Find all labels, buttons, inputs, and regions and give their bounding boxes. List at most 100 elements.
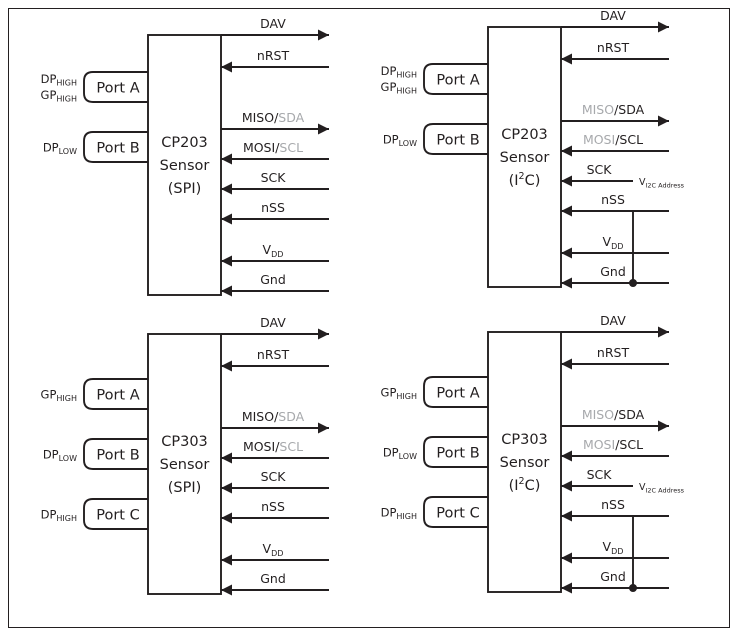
signal-mosi-scl: [561, 450, 669, 462]
port-box-port-b[interactable]: [423, 123, 488, 155]
signal-label-gnd: Gnd: [600, 569, 626, 584]
signal-gnd: [561, 582, 669, 594]
figure-border: [8, 8, 730, 628]
sensor-device-name: CP203: [161, 135, 208, 151]
sensor-device-name: CP203: [501, 127, 548, 143]
arrow-head: [318, 123, 329, 135]
port-box-port-b[interactable]: [83, 131, 148, 163]
port-pin-label-dp-low: DPLOW: [43, 448, 77, 464]
sensor-body-cp303-spi[interactable]: [147, 333, 222, 595]
port-pin-label-dp-high: DPHIGH: [41, 72, 77, 88]
arrow-head: [221, 554, 232, 566]
signal-label-gnd: Gnd: [600, 264, 626, 279]
signal-label-mosi-scl: MOSI/SCL: [583, 437, 643, 452]
signal-gnd: [561, 277, 669, 289]
sensor-body-cp203-spi[interactable]: [147, 34, 222, 296]
sensor-interface-label: (SPI): [168, 480, 202, 496]
port-box-port-a[interactable]: [423, 376, 488, 408]
signal-label-vdd: VDD: [603, 539, 624, 556]
signal-gnd: [221, 584, 329, 596]
arrow-head: [658, 326, 669, 338]
sensor-kind-label: Sensor: [500, 455, 550, 471]
port-label-port-b: Port B: [436, 446, 479, 462]
signal-vdd: [221, 255, 329, 267]
arrow-head: [318, 422, 329, 434]
signal-label-dav: DAV: [260, 315, 286, 330]
i2c-address-strap-wire: [571, 515, 634, 588]
signal-label-nss: nSS: [261, 200, 285, 215]
signal-label-mosi-scl: MOSI/SCL: [243, 140, 303, 155]
port-pin-label-gp-high: GPHIGH: [41, 88, 77, 104]
signal-label-vdd: VDD: [603, 234, 624, 251]
port-label-port-a: Port A: [96, 81, 139, 97]
port-label-port-b: Port B: [96, 448, 139, 464]
signal-nrst: [561, 358, 669, 370]
signal-mosi-scl: [561, 145, 669, 157]
signal-label-miso-sda: MISO/SDA: [242, 409, 305, 424]
signal-sck: [221, 482, 329, 494]
port-pin-label-gp-high: GPHIGH: [381, 80, 417, 96]
signal-dav: [221, 29, 329, 41]
signal-label-sck: SCK: [261, 170, 287, 185]
arrow-head: [221, 482, 232, 494]
arrow-head: [561, 582, 572, 594]
signal-mosi-scl: [221, 452, 329, 464]
sensor-body-cp303-i2c[interactable]: [487, 331, 562, 593]
signal-nss: [221, 512, 329, 524]
signal-sck: [561, 480, 633, 492]
sensor-kind-label: Sensor: [500, 150, 550, 166]
arrow-head: [221, 285, 232, 297]
arrow-head: [561, 145, 572, 157]
port-box-port-c[interactable]: [83, 498, 148, 530]
signal-label-nrst: nRST: [597, 40, 630, 55]
port-box-port-b[interactable]: [83, 438, 148, 470]
arrow-head: [221, 213, 232, 225]
signal-miso-sda: [561, 420, 669, 432]
port-box-port-a[interactable]: [83, 378, 148, 410]
i2c-address-strap-wire: [571, 210, 634, 283]
sensor-interface-label: (I2C): [509, 171, 541, 189]
signal-vdd: [561, 552, 669, 564]
arrow-head: [318, 29, 329, 41]
arrow-head: [221, 255, 232, 267]
signal-label-miso-sda: MISO/SDA: [582, 102, 645, 117]
signal-label-nrst: nRST: [257, 347, 290, 362]
port-box-port-a[interactable]: [423, 63, 488, 95]
signal-label-gnd: Gnd: [260, 571, 286, 586]
sensor-body-cp203-i2c[interactable]: [487, 26, 562, 288]
signal-nrst: [221, 360, 329, 372]
signal-label-nss: nSS: [261, 499, 285, 514]
arrow-head: [221, 61, 232, 73]
port-box-port-a[interactable]: [83, 71, 148, 103]
signal-label-mosi-scl: MOSI/SCL: [243, 439, 303, 454]
signal-nrst: [221, 61, 329, 73]
port-pin-label-gp-high: GPHIGH: [381, 386, 417, 402]
arrow-head: [221, 452, 232, 464]
arrow-head: [561, 450, 572, 462]
port-box-port-c[interactable]: [423, 496, 488, 528]
arrow-head: [221, 183, 232, 195]
signal-gnd: [221, 285, 329, 297]
signal-miso-sda: [221, 422, 329, 434]
port-label-port-c: Port C: [436, 506, 479, 522]
port-pin-label-dp-low: DPLOW: [383, 133, 417, 149]
signal-sck: [221, 183, 329, 195]
arrow-head: [561, 480, 572, 492]
signal-mosi-scl: [221, 153, 329, 165]
port-box-port-b[interactable]: [423, 436, 488, 468]
signal-label-sck: SCK: [261, 469, 287, 484]
port-pin-label-gp-high: GPHIGH: [41, 388, 77, 404]
signal-label-miso-sda: MISO/SDA: [242, 110, 305, 125]
signal-label-mosi-scl: MOSI/SCL: [583, 132, 643, 147]
port-label-port-c: Port C: [96, 508, 139, 524]
arrow-head: [561, 53, 572, 65]
arrow-head: [658, 420, 669, 432]
signal-label-vdd: VDD: [263, 242, 284, 259]
signal-dav: [561, 21, 669, 33]
signal-miso-sda: [561, 115, 669, 127]
vi2c-address-label: VI2C Address: [639, 482, 685, 495]
port-label-port-a: Port A: [96, 388, 139, 404]
ground-junction-dot: [629, 584, 637, 592]
port-pin-label-dp-high: DPHIGH: [381, 64, 417, 80]
